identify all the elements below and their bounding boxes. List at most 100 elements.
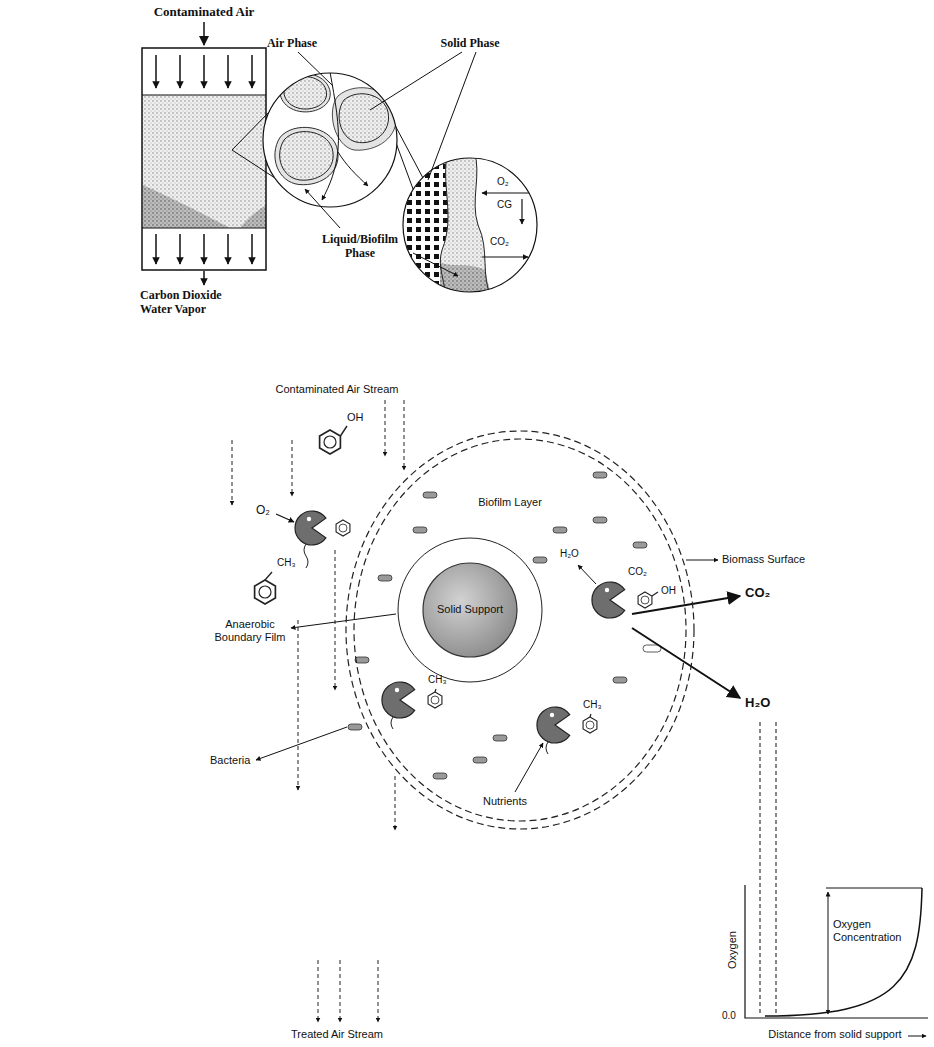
leader-arrow <box>632 596 740 614</box>
bacterium <box>378 575 392 581</box>
microbe <box>382 682 415 718</box>
packing-zoom <box>275 127 338 184</box>
solid-support-label: Solid Support <box>437 603 503 616</box>
benzene-ring <box>255 580 276 604</box>
leader-line <box>428 52 476 180</box>
axis-label: Distance from solid support <box>768 1028 901 1041</box>
biofilm-zoom <box>440 150 492 300</box>
microbe <box>295 511 326 545</box>
biofilm-layer-label: Biofilm Layer <box>478 496 542 509</box>
biofilm-zoom <box>521 199 522 224</box>
biofilter-column <box>142 48 266 270</box>
biofilter-column <box>156 55 252 264</box>
stream-label: Contaminated Air Stream <box>276 383 399 396</box>
airflow-arrow <box>335 550 336 690</box>
solid-support: Solid Support <box>422 562 518 658</box>
leader-arrow <box>578 565 596 584</box>
bacterium <box>593 472 607 478</box>
gas-label: H₂O <box>560 548 579 560</box>
packing-zoom <box>322 72 338 200</box>
microbe <box>336 520 350 536</box>
biofilter-column <box>203 271 205 285</box>
support-particle <box>423 563 517 657</box>
biofilm-zoom <box>482 256 528 257</box>
microbe <box>638 592 652 608</box>
biofilter-column <box>142 94 266 95</box>
leader-arrow <box>276 514 294 522</box>
packing-zoom <box>338 152 368 186</box>
airflow-arrow <box>385 400 386 456</box>
microbe <box>590 714 591 717</box>
bacterium <box>423 492 437 498</box>
microbe <box>435 689 436 692</box>
leader-arrow <box>686 560 718 561</box>
leader-arrow <box>256 727 347 760</box>
packing-zoom <box>263 73 397 207</box>
stream-label: Treated Air Stream <box>291 1028 383 1041</box>
outlet-label: Carbon Dioxide Water Vapor <box>140 288 250 317</box>
airflow-arrow <box>292 440 293 496</box>
leader-line <box>370 52 462 110</box>
biofilm-zoom <box>474 150 492 300</box>
biofilter-column <box>203 22 205 45</box>
microbe <box>295 511 658 754</box>
axis-annotation: Oxygen Concentration <box>833 918 913 944</box>
biofilm-layer: Biofilm LayerSolid Support <box>345 430 695 830</box>
airflow-arrow <box>318 960 319 1022</box>
axis-tick: 0.0 <box>722 1010 736 1022</box>
bacterium <box>355 657 369 663</box>
leader-arrow <box>515 743 543 792</box>
bacterium <box>633 542 647 548</box>
biofilter-column <box>227 55 229 88</box>
packing-zoom <box>263 72 397 207</box>
biofilter-column <box>227 234 229 264</box>
airflow-arrow <box>395 776 396 830</box>
packing-zoom <box>284 76 327 109</box>
airflow-arrow <box>378 960 379 1022</box>
biofilter-column <box>142 95 266 228</box>
chem-group: CH₃ <box>583 699 602 711</box>
airflow-arrow <box>298 620 299 790</box>
biofilm-boundary <box>346 431 694 829</box>
benzene-ring <box>340 426 347 436</box>
leader-line <box>413 253 458 276</box>
benzene-ring <box>255 426 347 604</box>
leader-arrow <box>256 514 740 792</box>
microbe <box>652 592 658 596</box>
leader-line <box>305 189 340 228</box>
chem-group: CH₃ <box>277 557 296 569</box>
microbe <box>605 588 609 592</box>
microbe <box>583 717 597 733</box>
gas-label: O₂ <box>497 176 509 188</box>
airflow-arrow <box>404 400 405 470</box>
bacterium <box>348 724 362 730</box>
packing-zoom <box>263 73 397 207</box>
boundary-film-ring <box>398 538 542 682</box>
biofilter-column <box>142 48 266 270</box>
bacterium <box>473 757 487 763</box>
microbe <box>307 517 311 521</box>
biofilter-column <box>203 234 205 264</box>
leader-line <box>298 52 476 276</box>
biofilter-column <box>179 55 181 88</box>
benzene-ring <box>265 572 272 580</box>
microbe <box>550 713 554 717</box>
callout-label: Biomass Surface <box>722 553 805 566</box>
biofilter-column <box>240 205 266 228</box>
product-label: H₂O <box>745 695 770 711</box>
biofilm-zoom <box>440 262 492 300</box>
chem-group: CH₃ <box>428 674 447 686</box>
biofilm-boundary <box>354 439 686 821</box>
biofilter-column <box>251 234 253 264</box>
bacterium <box>533 557 547 563</box>
biofilter-column <box>142 227 266 228</box>
oxygen-profile-chart <box>745 885 928 1018</box>
callout-label: Bacteria <box>210 754 250 767</box>
microbe <box>592 582 625 618</box>
airflow-arrow <box>232 440 233 505</box>
packing-zoom <box>280 132 334 181</box>
oxygen-profile-chart <box>908 1036 926 1037</box>
gas-label: CO₂ <box>628 566 647 578</box>
